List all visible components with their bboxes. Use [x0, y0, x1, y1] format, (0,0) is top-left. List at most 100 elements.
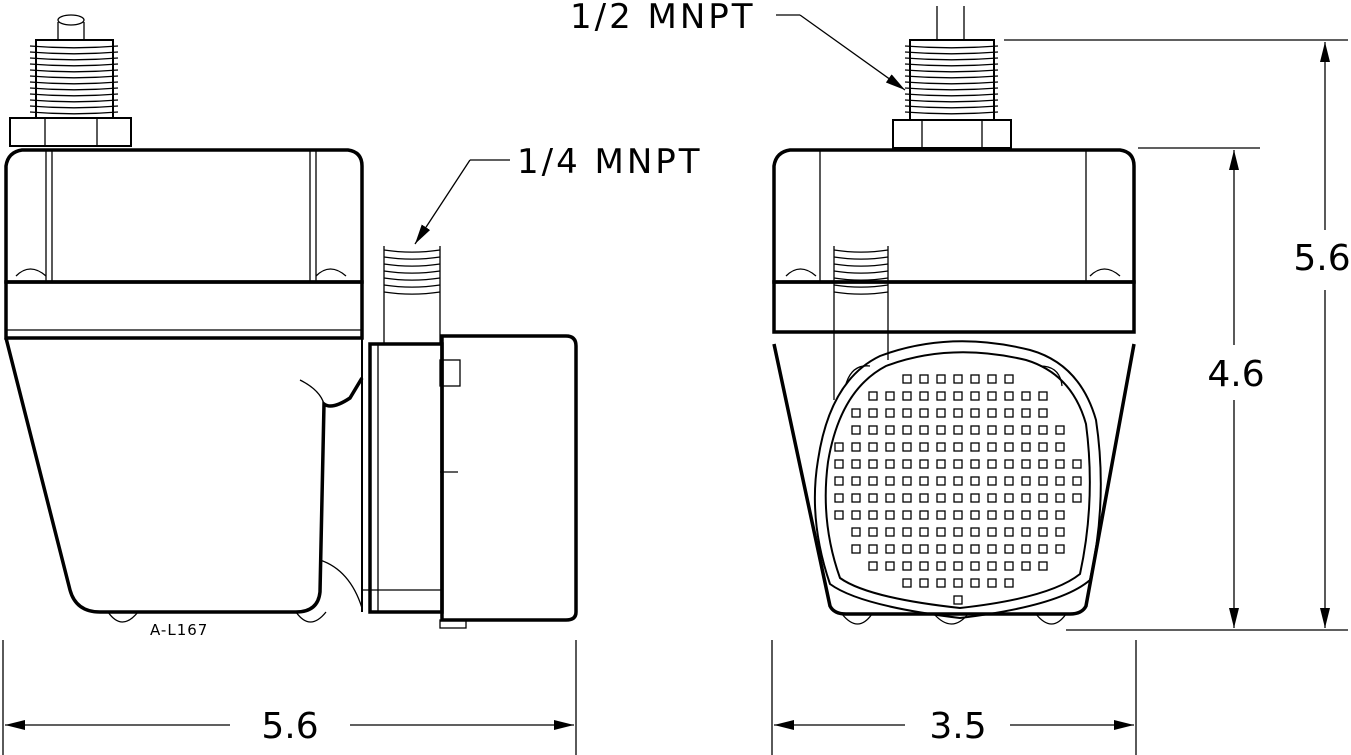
screen-hole [936, 408, 946, 418]
screen-hole [1055, 442, 1065, 452]
screen-hole [868, 442, 878, 452]
screen-hole [987, 459, 997, 469]
screen-hole [1004, 408, 1014, 418]
screen-hole [1004, 442, 1014, 452]
body-height-value: 4.6 [1207, 354, 1264, 395]
screen-hole [851, 459, 861, 469]
screen-hole [987, 561, 997, 571]
screen-hole [1072, 493, 1082, 503]
screen-hole [868, 561, 878, 571]
thread-line [383, 277, 441, 281]
screen-hole [970, 391, 980, 401]
screen-hole [919, 561, 929, 571]
screen-hole [868, 459, 878, 469]
screen-hole [987, 408, 997, 418]
screen-hole [970, 510, 980, 520]
screen-hole [902, 476, 912, 486]
screen-hole [953, 578, 963, 588]
screen-hole [1072, 476, 1082, 486]
screen-hole [970, 442, 980, 452]
screen-hole [902, 459, 912, 469]
thread-line [29, 99, 119, 103]
screen-hole [1004, 391, 1014, 401]
screen-hole [868, 476, 878, 486]
screen-hole [1004, 527, 1014, 537]
screen-hole [1038, 527, 1048, 537]
thread-line [29, 111, 119, 115]
thread-line [904, 99, 999, 103]
screen-hole [1038, 561, 1048, 571]
screen-hole [1038, 425, 1048, 435]
screen-hole [936, 527, 946, 537]
screen-hole [1038, 493, 1048, 503]
screen-hole [1055, 493, 1065, 503]
screen-hole [902, 391, 912, 401]
screen-hole [902, 578, 912, 588]
thread-line [29, 57, 119, 61]
thread-line [904, 93, 999, 97]
screen-hole [936, 459, 946, 469]
thread-line [833, 256, 889, 260]
thread-line [904, 51, 999, 55]
screen-hole [1021, 408, 1031, 418]
screen-hole [885, 391, 895, 401]
screen-hole [1021, 527, 1031, 537]
screen-hole [868, 408, 878, 418]
thread-line [833, 263, 889, 267]
screen-hole [919, 493, 929, 503]
screen-hole [902, 374, 912, 384]
front-outlet-fitting [892, 6, 1012, 149]
screen-hole [834, 476, 844, 486]
screen-hole [936, 442, 946, 452]
screen-hole [1055, 476, 1065, 486]
screen-hole [1004, 493, 1014, 503]
screen-hole [834, 510, 844, 520]
screen-hole [936, 544, 946, 554]
outlet-callout: 1/2 MNPT [570, 0, 906, 91]
screen-hole [885, 527, 895, 537]
inlet-callout: 1/4 MNPT [414, 142, 703, 245]
screen-hole [987, 578, 997, 588]
screen-hole [885, 493, 895, 503]
screen-hole [953, 425, 963, 435]
screen-hole [1004, 476, 1014, 486]
screen-hole [936, 493, 946, 503]
screen-hole [1038, 442, 1048, 452]
thread-line [383, 249, 441, 253]
screen-hole [919, 544, 929, 554]
screen-hole [885, 425, 895, 435]
thread-line [29, 75, 119, 79]
thread-line [833, 249, 889, 253]
screen-hole [1072, 459, 1082, 469]
screen-hole [953, 374, 963, 384]
screen-hole [919, 374, 929, 384]
screen-hole [953, 476, 963, 486]
dimension-front-width: 3.5 [771, 640, 1137, 755]
thread-line [904, 87, 999, 91]
screen-hole [902, 561, 912, 571]
screen-hole [970, 544, 980, 554]
screen-hole [885, 442, 895, 452]
screen-hole [885, 544, 895, 554]
inlet-thread-label: 1/4 MNPT [517, 142, 703, 182]
thread-line [29, 69, 119, 73]
screen-hole [1055, 544, 1065, 554]
screen-hole [885, 476, 895, 486]
screen-hole [1021, 459, 1031, 469]
thread-line [904, 105, 999, 109]
screen-hole [868, 510, 878, 520]
screen-hole [919, 476, 929, 486]
screen-hole [1038, 510, 1048, 520]
screen-hole [1038, 459, 1048, 469]
screen-hole [970, 374, 980, 384]
screen-hole [851, 408, 861, 418]
screen-hole [885, 408, 895, 418]
dimension-side-width: 5.6 [2, 640, 577, 755]
thread-line [904, 69, 999, 73]
screen-hole [953, 493, 963, 503]
screen-hole [936, 476, 946, 486]
screen-hole [1055, 459, 1065, 469]
thread-line [383, 256, 441, 260]
screen-hole [902, 408, 912, 418]
thread-line [29, 45, 119, 49]
